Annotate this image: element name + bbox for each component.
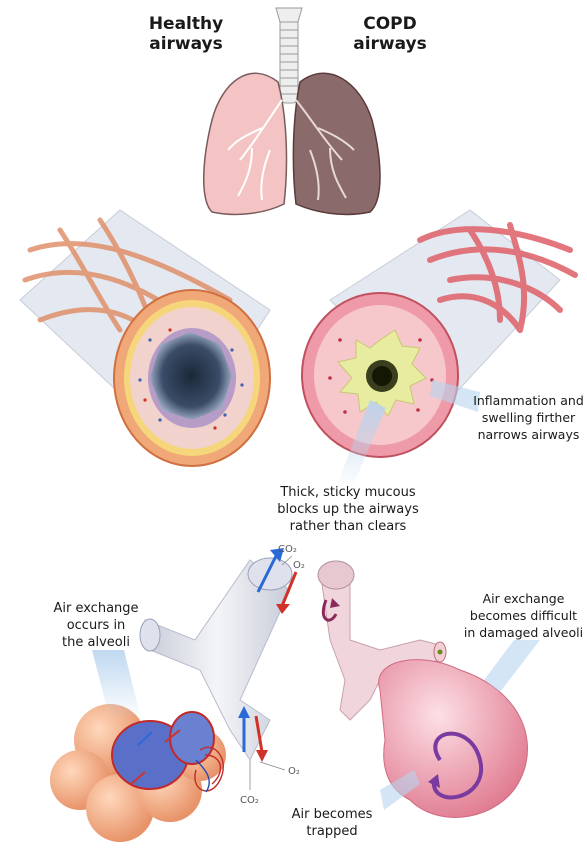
copd-heading-line1: COPD — [340, 14, 440, 34]
healthy-alveoli-label: Air exchange occurs in the alveoli — [44, 600, 148, 651]
damaged-alveoli-callout — [484, 640, 540, 692]
healthy-lumen — [150, 332, 232, 420]
healthy-alveoli-line2: occurs in — [44, 617, 148, 634]
o2-bottom-label: O₂ — [288, 766, 300, 777]
trapped-line1: Air becomes — [282, 806, 382, 823]
healthy-alveoli-line1: Air exchange — [44, 600, 148, 617]
healthy-alveoli-line3: the alveoli — [44, 634, 148, 651]
healthy-airways-heading: Healthy airways — [136, 14, 236, 54]
inflammation-line2: swelling firther — [470, 409, 587, 426]
healthy-airway — [20, 210, 270, 466]
healthy-lung — [204, 73, 287, 214]
mucous-label: Thick, sticky mucous blocks up the airwa… — [268, 484, 428, 535]
trachea — [280, 18, 298, 103]
healthy-heading-line2: airways — [136, 34, 236, 54]
co2-top-label: CO₂ — [278, 544, 297, 555]
copd-airways-heading: COPD airways — [340, 14, 440, 54]
copd-heading-line2: airways — [340, 34, 440, 54]
mucous-line2: blocks up the airways — [268, 501, 428, 518]
inflammation-line1: Inflammation and — [470, 392, 587, 409]
damaged-alveoli-line3: in damaged alveoli — [460, 624, 587, 641]
trapped-label: Air becomes trapped — [282, 806, 382, 840]
inflammation-label: Inflammation and swelling firther narrow… — [470, 392, 587, 443]
copd-lung — [293, 73, 380, 214]
damaged-alveoli-line1: Air exchange — [460, 590, 587, 607]
damaged-alveoli-line2: becomes difficult — [460, 607, 587, 624]
healthy-alveoli-diagram — [50, 548, 296, 842]
trapped-line2: trapped — [282, 823, 382, 840]
mucous-line3: rather than clears — [268, 518, 428, 535]
inflammation-line3: narrows airways — [470, 426, 587, 443]
damaged-alveoli-label: Air exchange becomes difficult in damage… — [460, 590, 587, 641]
o2-top-label: O₂ — [293, 560, 305, 571]
mucous-line1: Thick, sticky mucous — [268, 484, 428, 501]
co2-bottom-label: CO₂ — [240, 795, 259, 806]
healthy-heading-line1: Healthy — [136, 14, 236, 34]
